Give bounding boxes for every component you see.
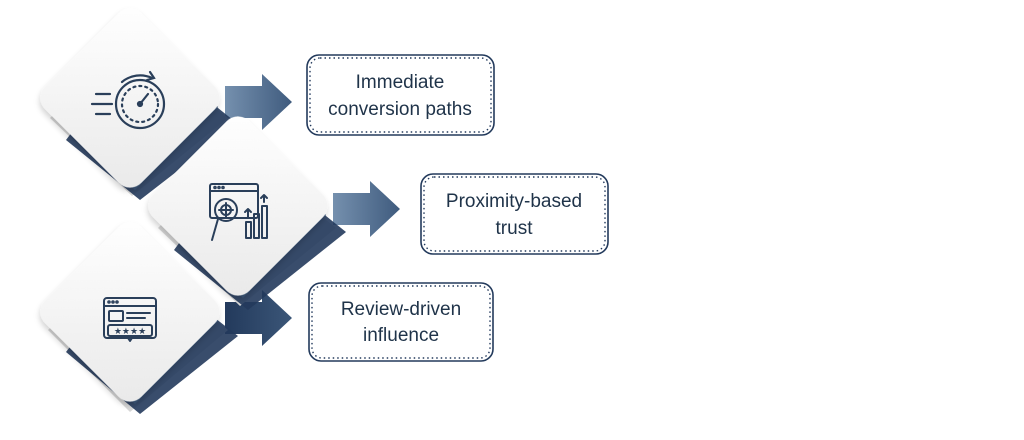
svg-text:★★★★: ★★★★ bbox=[114, 327, 146, 337]
step-2-label-line-2: trust bbox=[496, 218, 534, 239]
step-1-label-line-2: conversion paths bbox=[328, 99, 472, 120]
analytics-magnifier-icon bbox=[209, 183, 268, 241]
review-stars-icon: ★★★★ bbox=[103, 297, 157, 342]
step-1-label-box: Immediate conversion paths bbox=[306, 54, 495, 136]
step-1: Immediate conversion paths bbox=[40, 8, 495, 200]
step-1-arrow bbox=[225, 74, 292, 130]
step-3: ★★★★ Review-driven influence bbox=[40, 222, 494, 414]
step-2-label-box: Proximity-based trust bbox=[420, 173, 609, 255]
stopwatch-speed-icon bbox=[90, 70, 166, 130]
step-3-label-line-1: Review-driven bbox=[341, 299, 461, 320]
step-3-label-line-2: influence bbox=[363, 325, 439, 346]
step-2: Proximity-based trust bbox=[148, 116, 609, 310]
step-3-label-box: Review-driven influence bbox=[308, 282, 494, 362]
step-1-tile bbox=[40, 8, 238, 200]
step-2-arrow bbox=[333, 181, 400, 237]
step-2-label-line-1: Proximity-based bbox=[446, 191, 582, 212]
step-1-label-line-1: Immediate bbox=[356, 72, 445, 93]
